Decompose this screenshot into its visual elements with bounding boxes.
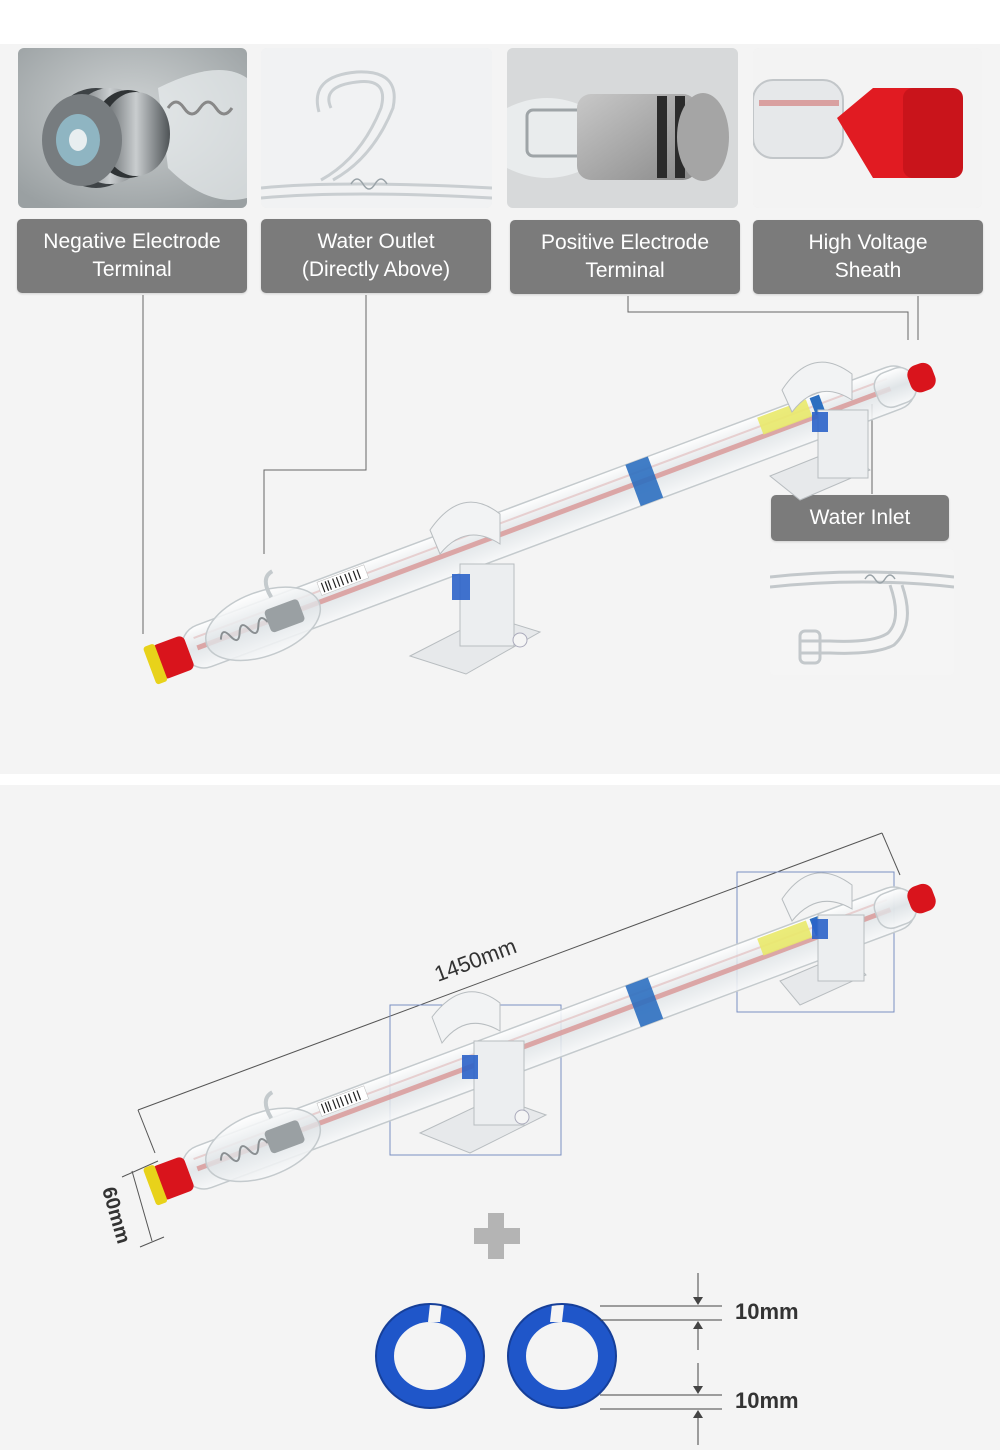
leader-line-positive-electrode [627, 296, 909, 340]
tube-mount-left [408, 501, 542, 675]
negative-electrode-label: Negative Electrode Terminal [17, 219, 247, 293]
negative-electrode-photo [18, 48, 247, 208]
high-voltage-sheath-label-line2: Sheath [834, 259, 902, 282]
positive-electrode-label-line1: Positive Electrode [540, 231, 710, 254]
water-inlet-label: Water Inlet [771, 495, 949, 541]
negative-electrode-label-line1: Negative Electrode [43, 230, 221, 253]
water-inlet-photo [770, 549, 954, 675]
water-outlet-photo [261, 48, 492, 208]
tube-mount-left-bottom [418, 991, 548, 1154]
length-dimension-text: 1450mm [431, 933, 520, 986]
negative-electrode-label-line2: Terminal [92, 258, 172, 281]
water-outlet-label-line2: (Directly Above) [301, 258, 451, 281]
ring-width-arrows [693, 1297, 703, 1418]
laser-tube-bottom [143, 883, 936, 1206]
tube-mount-right-bottom [779, 872, 867, 1006]
mount-highlight-right [736, 871, 895, 1013]
high-voltage-sheath-illustration [753, 48, 982, 208]
high-voltage-sheath-label: High Voltage Sheath [753, 220, 983, 294]
leader-line-water-outlet [263, 295, 367, 554]
ring-width-dimension-lines [600, 1273, 722, 1445]
dimension-panel: 1450mm 60mm [0, 785, 1000, 1450]
water-inlet-label-text: Water Inlet [809, 506, 911, 529]
diameter-dimension-text: 60mm [97, 1185, 134, 1247]
high-voltage-sheath-photo [753, 48, 982, 208]
ring-width-text-bottom: 10mm [735, 1388, 799, 1413]
laser-tube-diagram [142, 295, 936, 685]
high-voltage-sheath-label-line1: High Voltage [808, 231, 928, 254]
diameter-dimension-line [121, 1160, 165, 1248]
component-callout-panel: Negative Electrode Terminal Water Outlet… [0, 44, 1000, 774]
blue-ring-right [507, 1303, 617, 1409]
positive-electrode-photo [507, 48, 738, 208]
water-inlet-illustration [770, 549, 954, 675]
water-outlet-label: Water Outlet (Directly Above) [261, 219, 491, 293]
dimension-diagram: 1450mm 60mm [97, 832, 936, 1445]
blue-ring-left [375, 1303, 485, 1409]
positive-electrode-illustration [507, 48, 738, 208]
length-dimension-line [137, 832, 901, 1154]
laser-tube [143, 362, 936, 685]
water-outlet-label-line1: Water Outlet [317, 230, 435, 253]
positive-electrode-label-line2: Terminal [585, 259, 665, 282]
positive-electrode-label: Positive Electrode Terminal [510, 220, 740, 294]
tube-mount-right [769, 361, 872, 501]
ring-width-text-top: 10mm [735, 1299, 799, 1324]
plus-icon [474, 1213, 520, 1259]
negative-electrode-illustration [18, 48, 247, 208]
water-outlet-illustration [261, 48, 492, 208]
